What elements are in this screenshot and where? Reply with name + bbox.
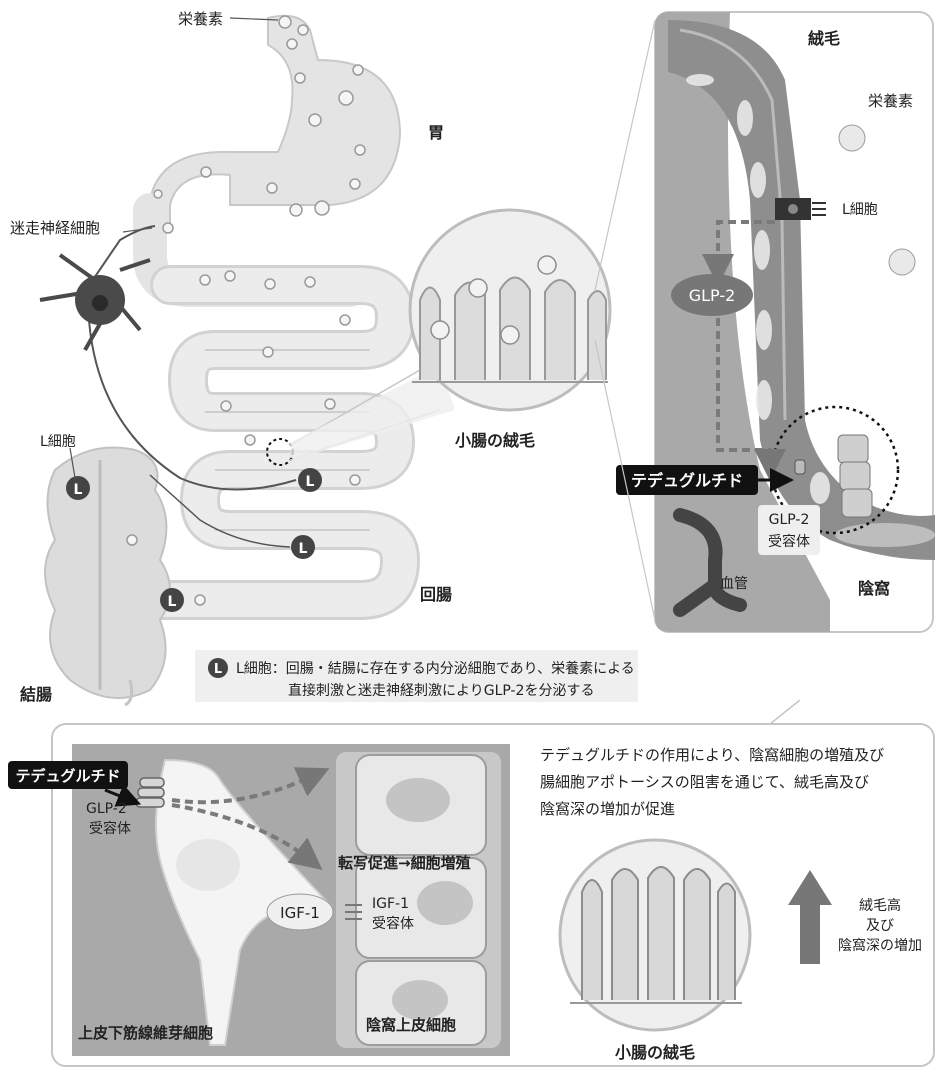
l-letter: L: [74, 482, 83, 498]
l-cell-label-right: L細胞: [842, 202, 878, 218]
blood-vessel-label: 血管: [720, 576, 748, 592]
l-letter: L: [306, 474, 315, 490]
villi-magnifier: [410, 210, 610, 410]
fibroblast-label: 上皮下筋線維芽細胞: [78, 1024, 213, 1042]
glp2-label-upper: GLP-2: [689, 286, 736, 305]
stomach-label: 胃: [428, 123, 444, 142]
crypt-epithelium-label: 陰窩上皮細胞: [366, 1016, 456, 1034]
glp2-receptor-lower-1: GLP-2: [86, 801, 127, 817]
legend-line1: L細胞：回腸・結腸に存在する内分泌細胞であり、栄養素による: [236, 660, 635, 677]
igf1-receptor-2: 受容体: [372, 915, 414, 932]
vagus-neuron-label: 迷走神経細胞: [10, 219, 100, 237]
teduglutide-label-upper: テデュグルチド: [631, 471, 743, 490]
villi-label-lower: 小腸の絨毛: [615, 1043, 695, 1062]
villus-label: 絨毛: [808, 29, 840, 48]
l-letter: L: [168, 594, 177, 610]
legend-l-icon: L: [214, 662, 222, 677]
ileum-label: 回腸: [420, 585, 452, 604]
glp2-receptor-upper-1: GLP-2: [769, 512, 810, 528]
igf1-label: IGF-1: [280, 904, 320, 922]
effect-line-1: 絨毛高: [859, 897, 901, 914]
effect-line-2: 及び: [866, 918, 894, 934]
effect-line-3: 陰窩深の増加: [838, 937, 922, 954]
igf1-receptor-1: IGF-1: [372, 896, 409, 912]
description-line-3: 陰窩深の増加が促進: [540, 800, 675, 818]
digestive-tract: L L L L: [40, 16, 455, 705]
l-cell-label-left: L細胞: [40, 434, 76, 450]
crypt-label: 陰窩: [858, 579, 890, 598]
description-line-1: テデュグルチドの作用により、陰窩細胞の増殖及び: [540, 746, 884, 764]
nutrients-label-right: 栄養素: [868, 92, 913, 110]
small-intestine: [150, 285, 400, 600]
glp2-receptor-upper-2: 受容体: [768, 533, 810, 550]
villi-label-upper: 小腸の絨毛: [455, 431, 535, 450]
colon-label: 結腸: [20, 685, 52, 704]
nutrients-label-top: 栄養素: [178, 10, 223, 28]
transcription-label: 転写促進→細胞増殖: [338, 854, 471, 872]
legend-line2: 直接刺激と迷走神経刺激によりGLP-2を分泌する: [288, 682, 594, 699]
description-line-2: 腸細胞アポトーシスの阻害を通じて、絨毛高及び: [540, 773, 869, 791]
teduglutide-label-lower: テデュグルチド: [15, 767, 120, 785]
stomach-shape: [150, 16, 400, 228]
colon-shape: [45, 448, 170, 699]
l-letter: L: [299, 541, 308, 557]
glp2-receptor-lower-2: 受容体: [89, 820, 131, 837]
